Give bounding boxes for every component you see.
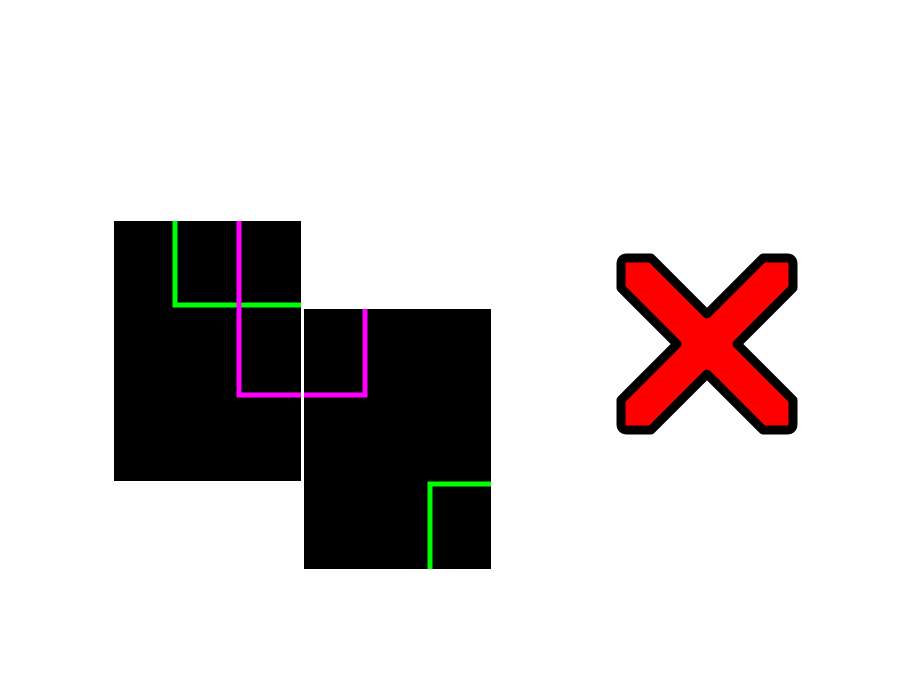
tile-right bbox=[304, 309, 491, 569]
tile-left-background bbox=[114, 221, 301, 481]
tile-left bbox=[114, 221, 301, 481]
red-x-shape bbox=[616, 253, 798, 435]
tile-left-magenta-line bbox=[236, 221, 301, 398]
red-x-icon bbox=[616, 253, 798, 435]
tile-right-magenta-line bbox=[304, 309, 368, 398]
tile-right-green-line bbox=[427, 481, 491, 569]
tile-right-background bbox=[304, 309, 491, 569]
tile-left-green-line bbox=[172, 221, 301, 308]
